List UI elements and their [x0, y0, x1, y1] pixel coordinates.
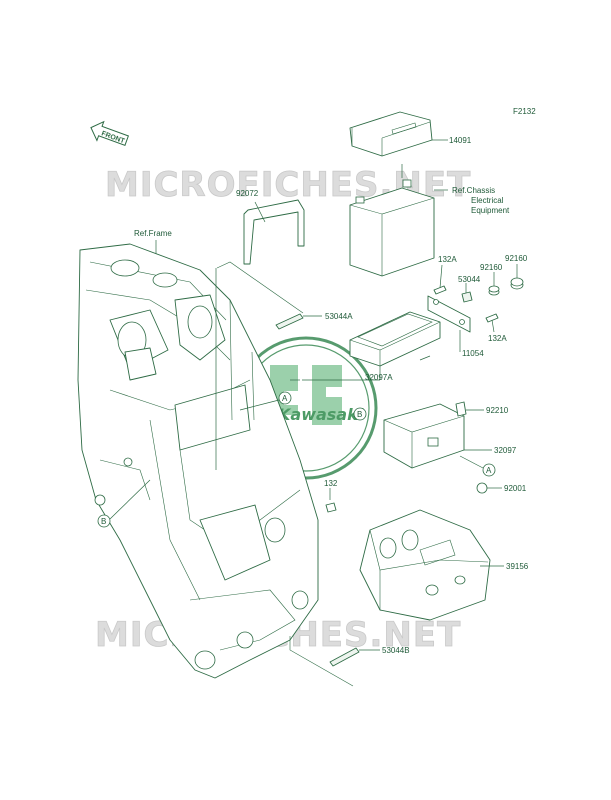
battery-cover-14091 — [349, 111, 448, 157]
label-132A-right: 132A — [488, 334, 507, 343]
callout-b-bracket — [353, 407, 367, 421]
spacer-53044 — [461, 283, 473, 303]
ref-chassis-line2: Electrical — [471, 196, 504, 205]
spacer-53044A — [216, 261, 322, 330]
label-32097: 32097 — [494, 446, 517, 455]
ref-chassis-line1: Ref.Chassis — [452, 186, 495, 195]
figure-code: F2132 — [513, 107, 536, 116]
grommet-92160-a — [488, 272, 500, 296]
callout-b-frame — [97, 514, 111, 528]
battery-tray-32097A — [302, 311, 441, 381]
label-92072: 92072 — [236, 189, 259, 198]
ref-chassis-line3: Equipment — [471, 206, 510, 215]
label-39156: 39156 — [506, 562, 529, 571]
battery-strap-92072 — [243, 199, 305, 265]
callout-b-frame-letter: B — [101, 517, 106, 526]
label-92160-b: 92160 — [505, 254, 528, 263]
bolt-92001 — [476, 482, 502, 494]
label-53044A: 53044A — [325, 312, 353, 321]
label-92210: 92210 — [486, 406, 509, 415]
label-132A-top: 132A — [438, 255, 457, 264]
label-53044: 53044 — [458, 275, 481, 284]
bracket-32097 — [383, 403, 492, 469]
battery — [349, 179, 448, 277]
callout-a-frame-letter: A — [282, 394, 288, 403]
label-92160-a: 92160 — [480, 263, 503, 272]
bracket-11054 — [427, 295, 471, 352]
bolt-132A-top — [433, 264, 447, 295]
label-11054: 11054 — [462, 349, 484, 358]
callout-a-frame — [278, 391, 292, 405]
label-32097A: 32097A — [365, 373, 393, 382]
ref-frame-label: Ref.Frame — [134, 229, 172, 238]
main-frame — [77, 243, 319, 679]
front-arrow-icon: FRONT — [90, 120, 130, 146]
label-132: 132 — [324, 479, 338, 488]
clip-92210 — [455, 401, 484, 417]
label-92001: 92001 — [504, 484, 527, 493]
label-53044B: 53044B — [382, 646, 410, 655]
grommet-92160-b — [510, 264, 524, 290]
callout-a-bracket — [482, 463, 496, 477]
callout-b-bracket-letter: B — [357, 410, 362, 419]
logo-text: Kawasaki — [278, 405, 364, 424]
callout-a-bracket-letter: A — [486, 466, 492, 475]
label-14091: 14091 — [449, 136, 472, 145]
bolt-132 — [325, 488, 337, 513]
cover-39156 — [359, 509, 504, 621]
bolt-132A-right — [485, 313, 499, 333]
spacer-53044B — [289, 636, 380, 687]
